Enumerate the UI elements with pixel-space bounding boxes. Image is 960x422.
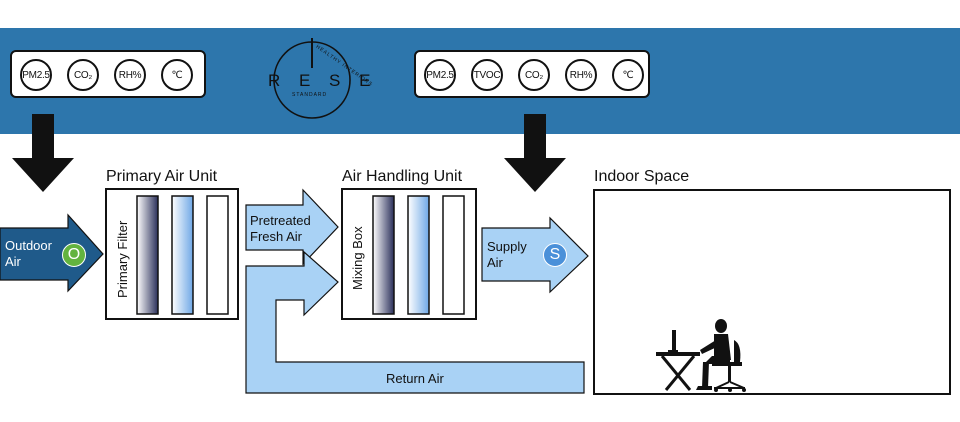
primary-filter-empty — [206, 195, 229, 315]
outdoor-air-line1: Outdoor — [5, 238, 52, 253]
sensor-co2: CO₂ — [67, 59, 99, 91]
mixing-box-label: Mixing Box — [350, 226, 365, 290]
sensor-temp: ℃ — [161, 59, 193, 91]
ahu-filter-empty — [442, 195, 465, 315]
return-air-label: Return Air — [386, 371, 444, 386]
return-air-duct — [245, 250, 585, 394]
ahu-filter-blue — [407, 195, 430, 315]
sensor-co2: CO₂ — [518, 59, 550, 91]
logo-wordmark: R E S E — [268, 71, 378, 90]
pretreated-air-arrow — [245, 188, 339, 266]
outdoor-air-arrow — [0, 213, 104, 293]
primary-air-unit-title: Primary Air Unit — [106, 168, 218, 185]
sensor-temp: ℃ — [612, 59, 644, 91]
outdoor-sensor-panel: PM2.5 CO₂ RH% ℃ — [10, 50, 206, 98]
supply-air-label: Supply Air — [487, 239, 527, 271]
pretreated-line2: Fresh Air — [250, 229, 303, 244]
supply-monitor-arrow — [504, 114, 566, 192]
logo-subtitle: STANDARD — [292, 92, 328, 98]
supply-sensor-panel: PM2.5 TVOC CO₂ RH% ℃ — [414, 50, 650, 98]
supply-air-line2: Air — [487, 255, 503, 270]
person-at-desk-icon — [656, 319, 746, 392]
pretreated-line1: Pretreated — [250, 213, 311, 228]
outdoor-air-line2: Air — [5, 254, 21, 269]
primary-filter-dark — [136, 195, 159, 315]
indoor-space-title: Indoor Space — [594, 168, 690, 185]
supply-air-tag: S — [543, 243, 567, 267]
air-handling-unit-title: Air Handling Unit — [342, 168, 463, 185]
supply-air-line1: Supply — [487, 239, 527, 254]
primary-filter-blue — [171, 195, 194, 315]
indoor-space-box — [593, 189, 951, 395]
primary-filter-label: Primary Filter — [115, 220, 130, 298]
sensor-pm25: PM2.5 — [20, 59, 52, 91]
outdoor-intake-arrow — [12, 114, 74, 192]
outdoor-air-tag: O — [62, 243, 86, 267]
sensor-pm25: PM2.5 — [424, 59, 456, 91]
pretreated-air-label: Pretreated Fresh Air — [250, 213, 311, 245]
sensor-rh: RH% — [565, 59, 597, 91]
supply-air-arrow — [481, 216, 589, 294]
sensor-rh: RH% — [114, 59, 146, 91]
outdoor-air-label: Outdoor Air — [5, 238, 52, 270]
sensor-tvoc: TVOC — [471, 59, 503, 91]
reset-logo — [273, 38, 351, 119]
ahu-filter-dark — [372, 195, 395, 315]
